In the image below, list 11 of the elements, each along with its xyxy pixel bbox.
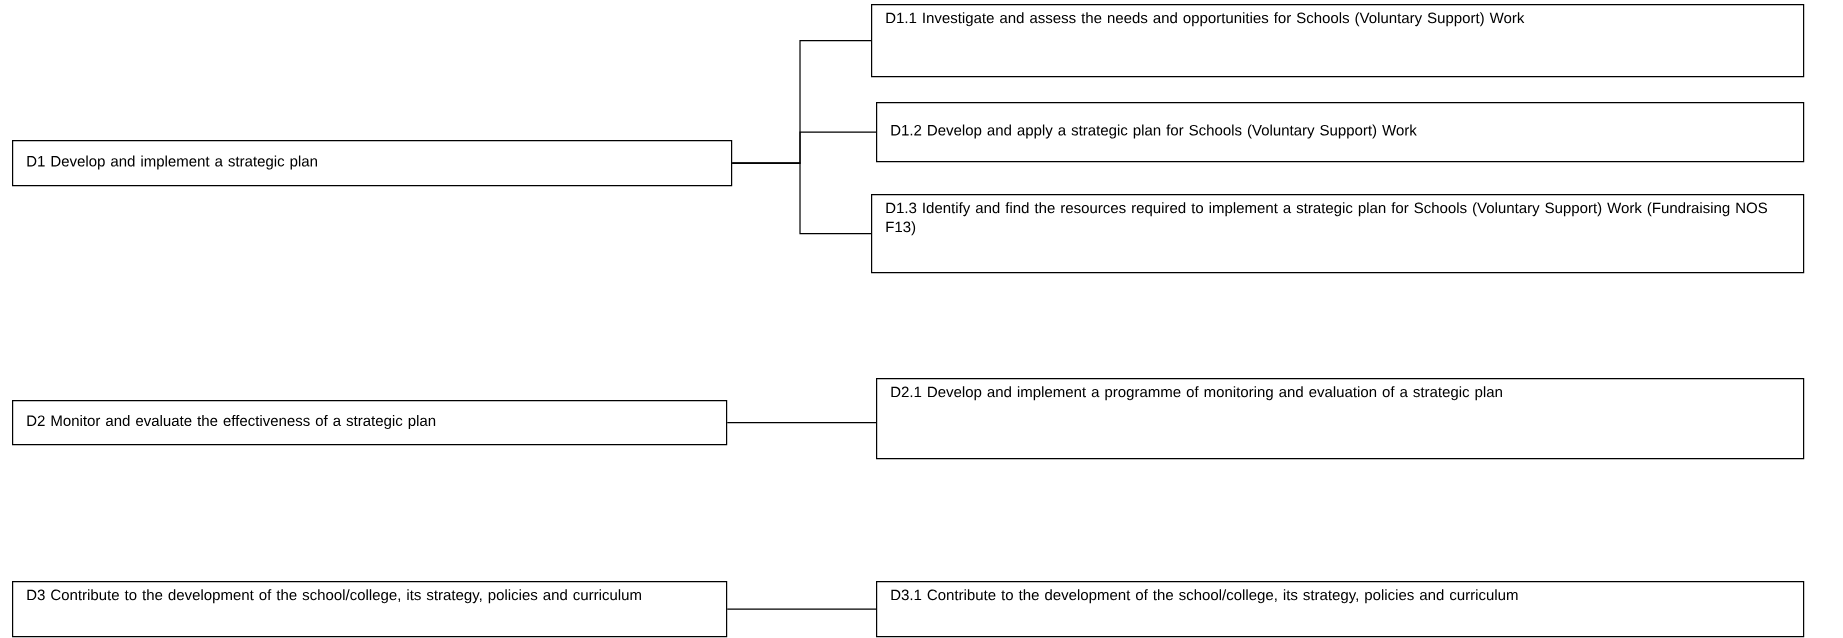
text-box: D1.1 Investigate and assess the needs and opportunities for Schools (Voluntary Support) Work (871, 4, 1805, 78)
text-box: D2 Monitor and evaluate the effectiveness of a strategic plan (12, 400, 728, 446)
text-box: D1.3 Identify and find the resources required to implement a strategic plan for Schools (Voluntary Support) Work (Fundraising NOS F13) (871, 194, 1805, 274)
connector-line (726, 422, 877, 424)
text-box: D2.1 Develop and implement a programme of monitoring and evaluation of a strategic plan (876, 378, 1805, 460)
text-box: D3.1 Contribute to the development of the school/college, its strategy, policies and curriculum (876, 581, 1805, 638)
text-box: D1 Develop and implement a strategic plan (12, 140, 733, 187)
text-box: D1.2 Develop and apply a strategic plan for Schools (Voluntary Support) Work (876, 102, 1805, 163)
text-box: D3 Contribute to the development of the school/college, its strategy, policies and curriculum (12, 581, 728, 638)
connector-line (726, 608, 877, 610)
connector-line (731, 162, 872, 235)
